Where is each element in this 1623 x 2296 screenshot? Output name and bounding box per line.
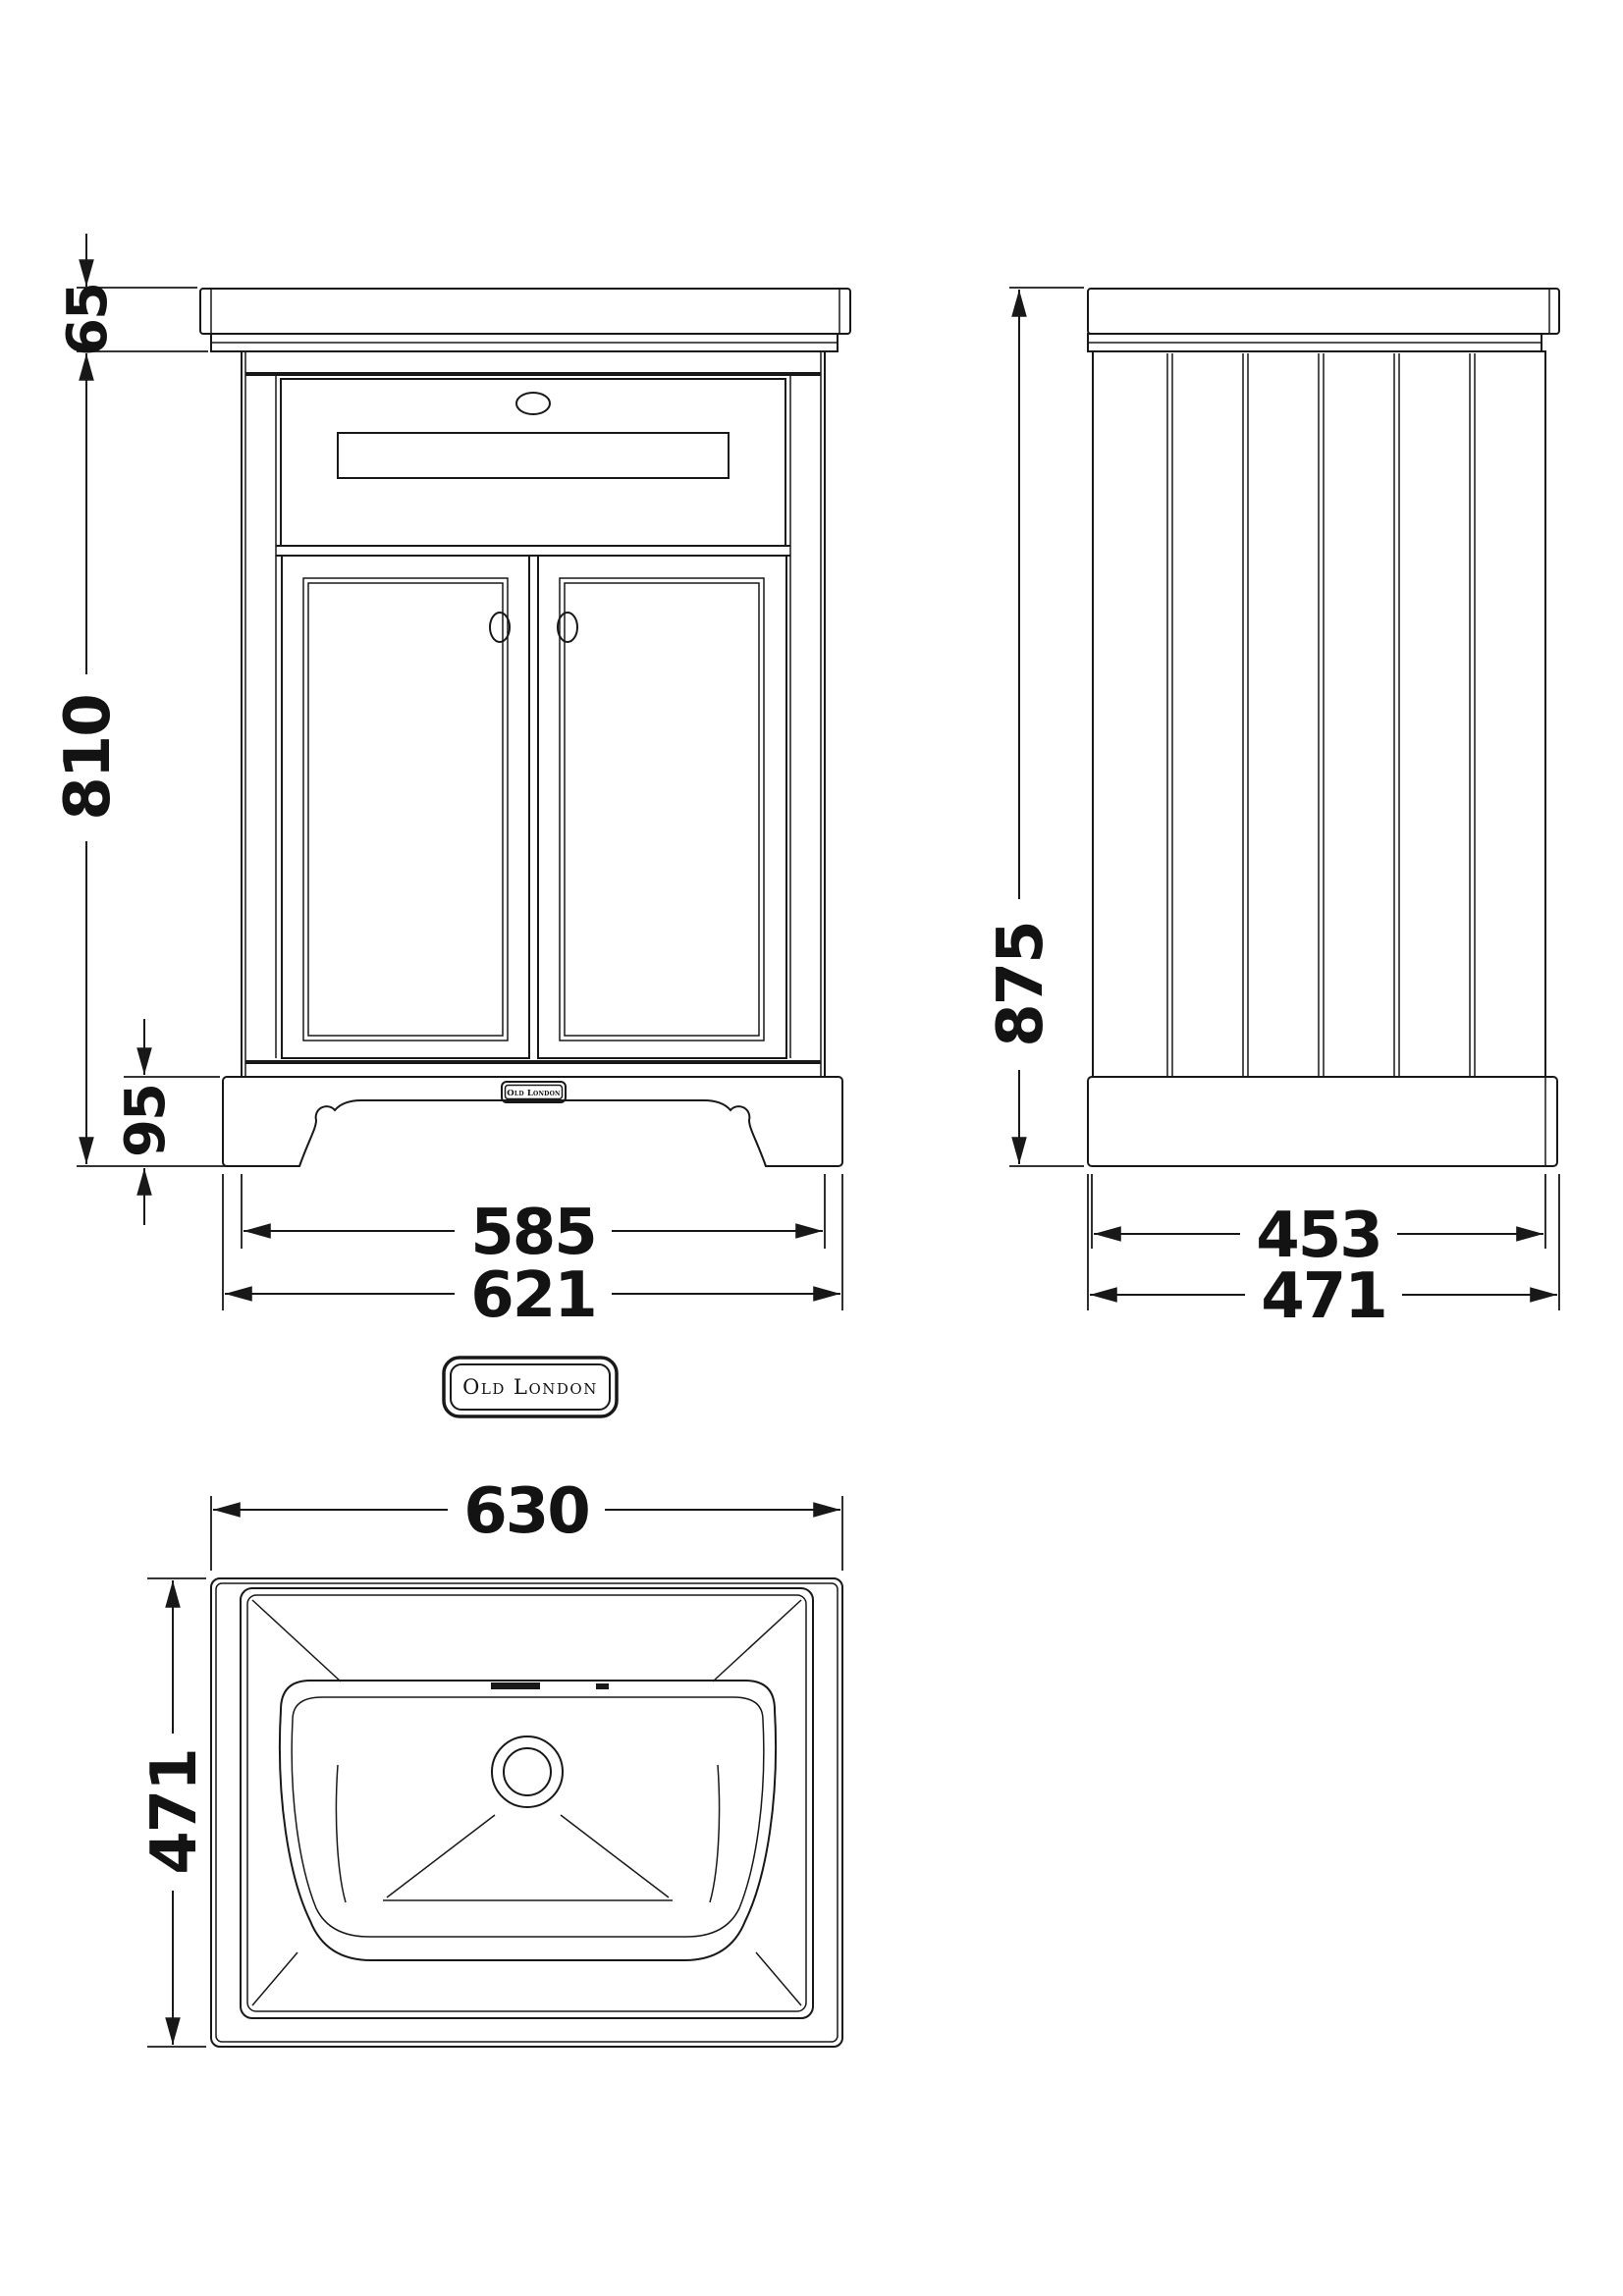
front-dimensions: 65 810 95 585 621 [52, 234, 843, 1332]
plinth-badge-label: Old London [507, 1089, 561, 1098]
left-door [281, 555, 530, 1059]
side-view: 875 453 471 [985, 287, 1560, 1333]
dim-cabinet-height: 810 [52, 695, 125, 821]
basin-outer-rim [210, 1577, 843, 2048]
overflow-slot [491, 1682, 540, 1689]
tap-hole [491, 1735, 564, 1808]
basin-bowl [278, 1680, 778, 1961]
dim-basin-width: 630 [463, 1475, 589, 1548]
side-cabinet-body [1092, 350, 1546, 1078]
dim-plinth-height: 95 [114, 1085, 178, 1157]
front-plinth: Old London [222, 1076, 843, 1169]
old-london-badge: Old London [442, 1356, 619, 1418]
dim-overall-depth: 471 [1261, 1260, 1386, 1333]
right-door [537, 555, 787, 1059]
front-cabinet-body [241, 350, 826, 1078]
plinth-badge: Old London [501, 1081, 567, 1103]
dim-cabinet-depth: 453 [1256, 1200, 1381, 1272]
dim-overall-height: 875 [985, 922, 1057, 1047]
left-door-knob [489, 612, 511, 643]
side-plinth [1087, 1076, 1558, 1167]
right-door-knob [557, 612, 578, 643]
side-plank-lines [1166, 353, 1476, 1077]
drawer-knob [515, 392, 551, 415]
old-london-badge-label: Old London [462, 1375, 598, 1399]
dim-overall-width: 621 [470, 1259, 596, 1332]
dim-cabinet-width: 585 [470, 1197, 596, 1269]
side-dimensions: 875 453 471 [985, 287, 1560, 1333]
front-doors [245, 555, 821, 1064]
basin-dimensions: 630 471 [138, 1475, 843, 2048]
side-countertop [1087, 288, 1560, 352]
front-view: Old London 65 810 95 585 [52, 234, 851, 1332]
basin-top-view: 630 471 [138, 1475, 843, 2048]
front-countertop [199, 288, 851, 352]
dim-countertop-height: 65 [56, 284, 120, 356]
front-drawer [276, 378, 790, 557]
dim-basin-depth: 471 [138, 1749, 211, 1875]
